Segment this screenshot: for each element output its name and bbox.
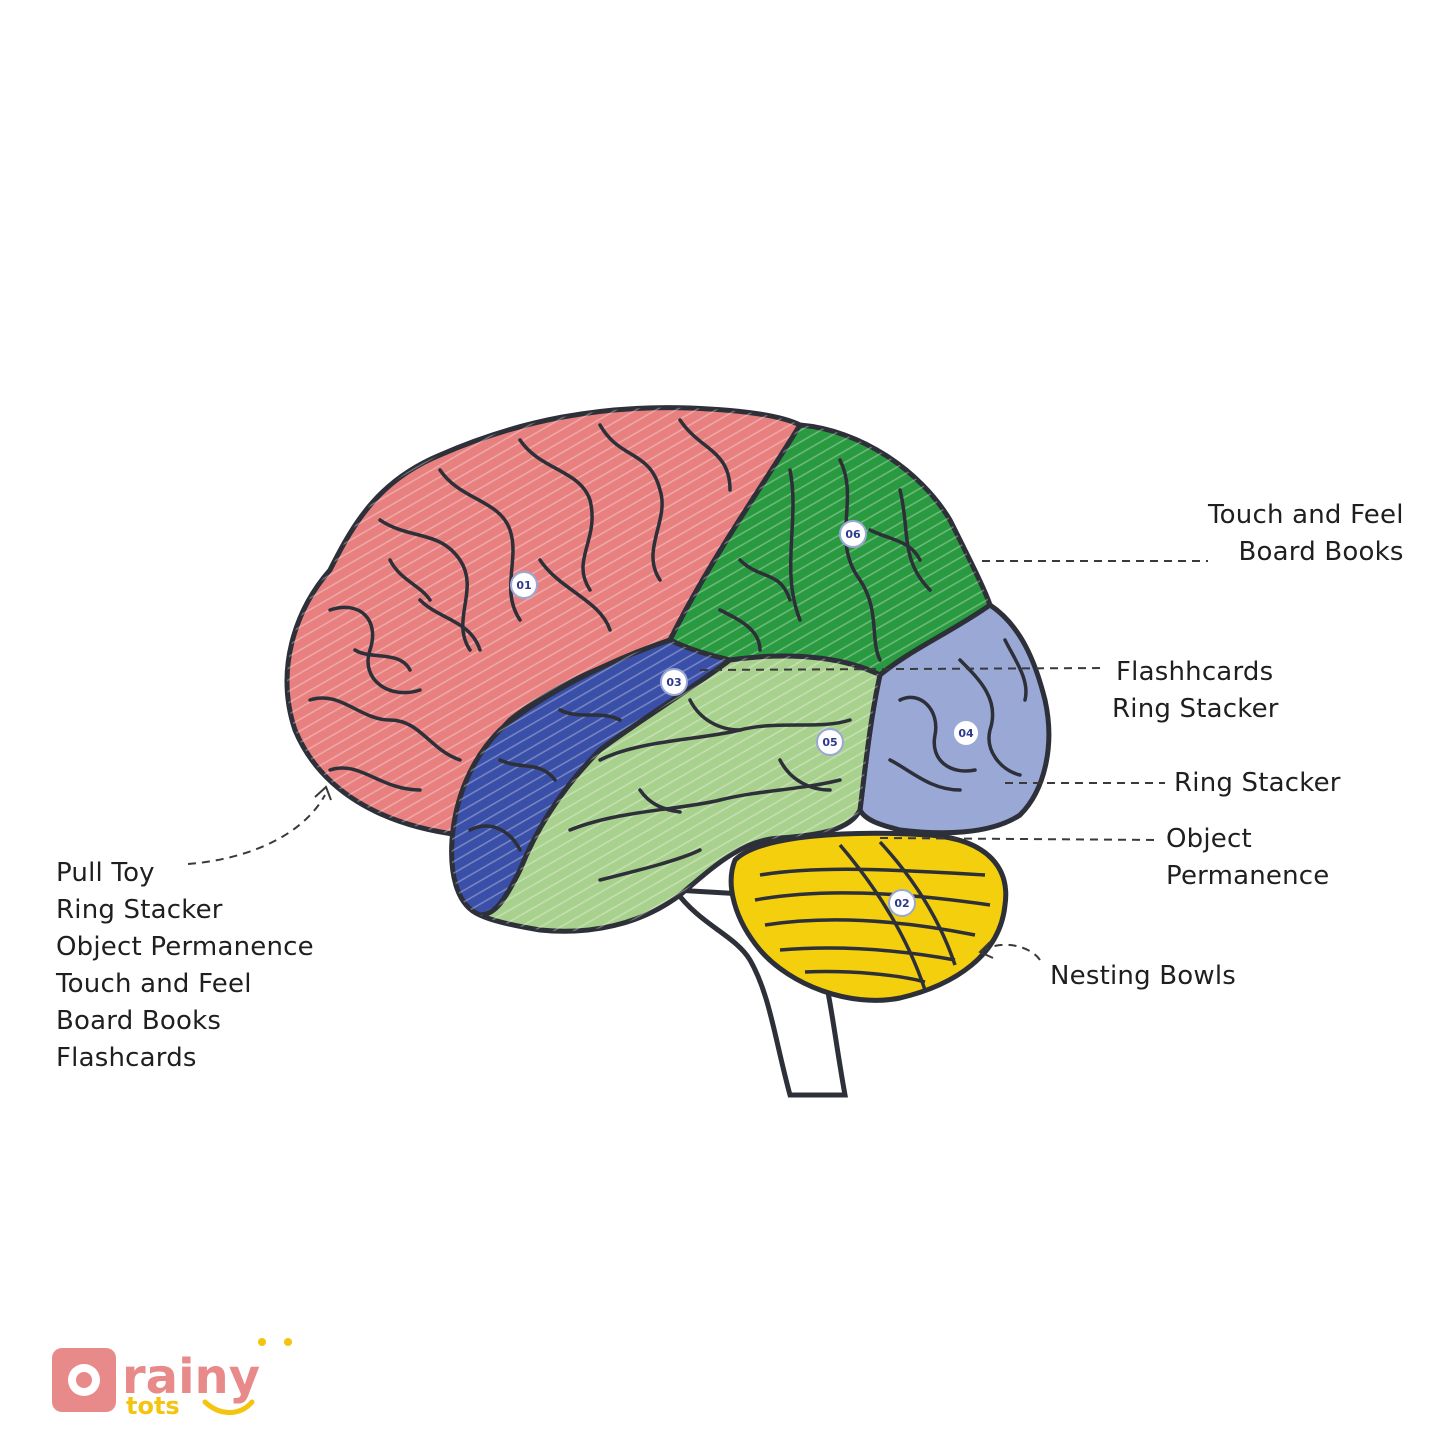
leader-flashcards bbox=[699, 667, 1106, 671]
label-flashcards-ring: Flashhcards Ring Stacker bbox=[1112, 657, 1279, 724]
label-ring-stacker: Ring Stacker bbox=[1174, 768, 1341, 798]
badge-05: 05 bbox=[816, 728, 844, 756]
arrowhead-nesting bbox=[978, 941, 994, 959]
svg-text:01: 01 bbox=[516, 579, 531, 592]
label-nesting-bowls: Nesting Bowls bbox=[1050, 961, 1237, 991]
leader-nesting-bowls bbox=[984, 943, 1041, 961]
label-object-permanence: Object Permanence bbox=[1166, 824, 1330, 891]
label-left-list: Pull Toy Ring Stacker Object Permanence … bbox=[56, 858, 314, 1073]
svg-text:tots: tots bbox=[126, 1392, 180, 1420]
svg-text:06: 06 bbox=[845, 528, 861, 541]
svg-text:02: 02 bbox=[894, 897, 909, 910]
badge-04: 04 bbox=[952, 719, 980, 747]
badge-02: 02 bbox=[888, 889, 916, 917]
brand-logo: rainy tots bbox=[52, 1338, 292, 1420]
cerebellum-region bbox=[728, 830, 1009, 1003]
label-touch-feel: Touch and Feel Board Books bbox=[1208, 500, 1404, 567]
badge-03: 03 bbox=[660, 668, 688, 696]
badge-06: 06 bbox=[839, 520, 867, 548]
leader-object-permanence bbox=[879, 837, 1161, 841]
svg-text:05: 05 bbox=[822, 736, 837, 749]
svg-text:rainy: rainy bbox=[122, 1349, 260, 1405]
temporal-region bbox=[478, 653, 883, 934]
svg-text:04: 04 bbox=[958, 727, 974, 740]
leader-left-list bbox=[187, 794, 326, 865]
svg-text:03: 03 bbox=[666, 676, 681, 689]
badge-01: 01 bbox=[510, 571, 538, 599]
arrowhead-left bbox=[314, 785, 332, 801]
